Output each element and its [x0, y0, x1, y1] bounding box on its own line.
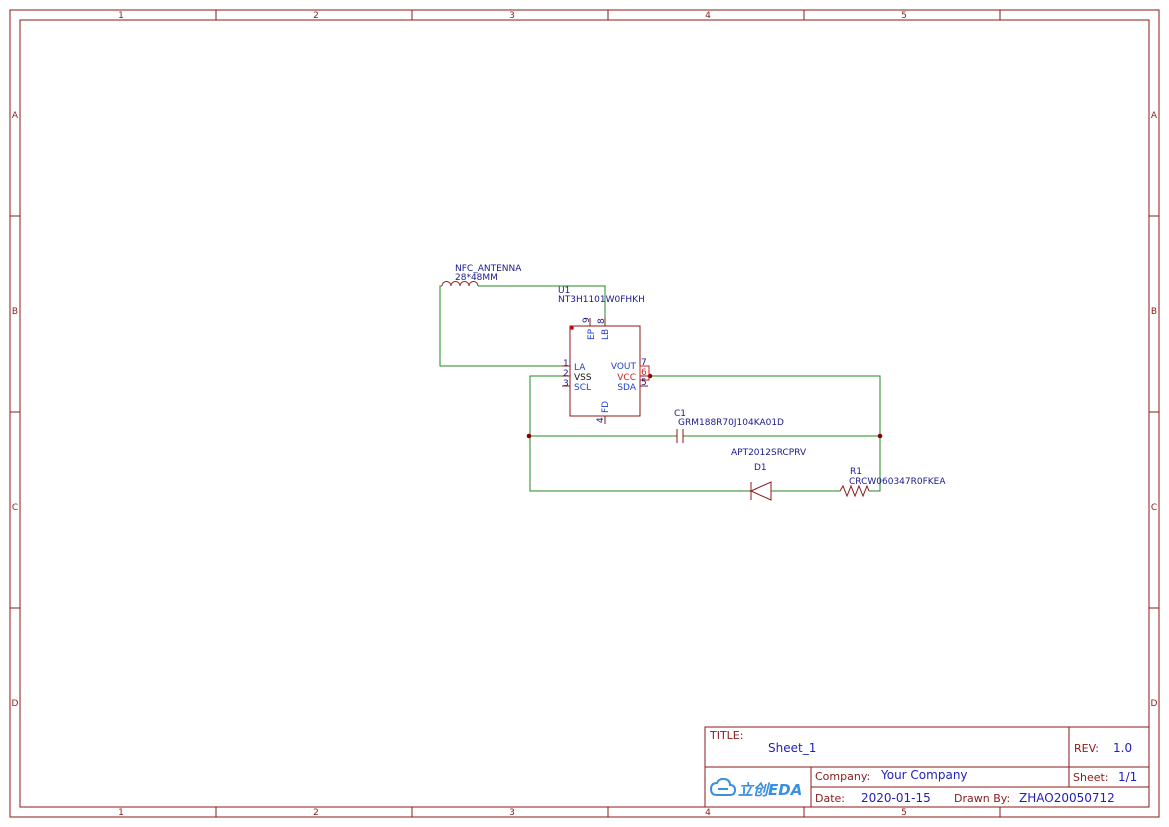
row-label: B: [12, 307, 18, 317]
u1-pin-la: LA: [574, 363, 586, 373]
inner-border: [19, 19, 1150, 808]
wire-vcc-bus[interactable]: [649, 375, 881, 492]
wire-vss-bus[interactable]: [529, 375, 749, 492]
rev-label: REV:: [1074, 742, 1099, 755]
row-label: B: [1151, 307, 1157, 317]
r1-part: CRCW060347R0FKEA: [849, 477, 946, 487]
row-label: A: [12, 111, 19, 121]
u1-pin-fd: FD: [601, 401, 611, 413]
row-label: C: [12, 503, 18, 513]
antenna-name: NFC_ANTENNA: [455, 264, 522, 274]
u1-pin-ep: EP: [587, 328, 597, 340]
u1-pin-scl: SCL: [574, 383, 591, 393]
column-labels-top: 1 2 3 4 5: [118, 11, 907, 21]
row-labels-right: A B C D: [1151, 111, 1158, 709]
col-label: 1: [118, 808, 124, 818]
d1-diode[interactable]: [749, 481, 772, 501]
row-label: C: [1151, 503, 1157, 513]
row-label: D: [12, 699, 19, 709]
col-label: 2: [313, 11, 319, 21]
col-label: 5: [901, 11, 907, 21]
drawn-by-value: ZHAO20050712: [1019, 791, 1115, 805]
lceda-logo-text: 立创EDA: [738, 781, 802, 799]
row-label: D: [1151, 699, 1158, 709]
row-label: A: [1151, 111, 1158, 121]
col-label: 4: [705, 808, 711, 818]
r1-resistor[interactable]: [839, 484, 870, 498]
row-dividers: [10, 215, 1159, 609]
title-block: 立创EDA TITLE: Sheet_1 REV: 1.0 Company: Y…: [704, 726, 1150, 808]
row-labels-left: A B C D: [12, 111, 19, 709]
wire-antenna-lb[interactable]: [478, 285, 606, 326]
u1-pin-num: 8: [597, 318, 607, 324]
company-value: Your Company: [880, 768, 968, 782]
junction-dot: [526, 433, 532, 439]
company-label: Company:: [815, 770, 870, 783]
junction-dot: [647, 373, 653, 379]
sheet-title: Sheet_1: [768, 741, 816, 755]
outer-border: [9, 9, 1160, 818]
drawn-by-label: Drawn By:: [954, 792, 1010, 805]
wire-antenna-la[interactable]: [439, 285, 567, 367]
u1-pin-vout: VOUT: [611, 362, 637, 372]
r1-ref: R1: [850, 467, 862, 477]
col-label: 1: [118, 11, 124, 21]
title-label: TITLE:: [709, 729, 743, 742]
sheet-label: Sheet:: [1073, 771, 1109, 784]
lceda-cloud-icon: [709, 777, 737, 796]
date-label: Date:: [815, 792, 845, 805]
u1-pin-num: 7: [641, 358, 647, 368]
vcc-highlight: [639, 365, 650, 381]
col-label: 3: [509, 808, 515, 818]
u1-pin-vcc: VCC: [617, 373, 636, 383]
u1-pin-lb: LB: [601, 329, 611, 340]
date-value: 2020-01-15: [861, 791, 931, 805]
pin1-marker: [570, 326, 574, 330]
column-dividers: [215, 10, 1001, 817]
junction-dot: [877, 433, 883, 439]
u1-pin-num: 1: [563, 359, 569, 369]
c1-ref: C1: [674, 409, 686, 419]
u1-pin-vss: VSS: [574, 373, 592, 383]
u1-pin-num: 6: [641, 368, 647, 378]
rev-value: 1.0: [1113, 741, 1132, 755]
u1-pin-num: 4: [596, 417, 606, 423]
col-label: 5: [901, 808, 907, 818]
sheet-value: 1/1: [1118, 770, 1137, 784]
u1-pins: [562, 318, 650, 424]
col-label: 4: [705, 11, 711, 21]
u1-pin-num: 9: [582, 317, 592, 323]
d1-part: APT2012SRCPRV: [731, 448, 807, 458]
u1-ref: U1: [558, 286, 570, 296]
c1-capacitor[interactable]: [676, 429, 684, 443]
col-label: 3: [509, 11, 515, 21]
u1-pin-num: 2: [563, 369, 569, 379]
u1-part: NT3H1101W0FHKH: [558, 295, 645, 305]
antenna-inductor[interactable]: [441, 281, 479, 287]
d1-ref: D1: [754, 463, 767, 473]
u1-pin-sda: SDA: [617, 383, 636, 393]
column-labels-bottom: 1 2 3 4 5: [118, 808, 907, 818]
antenna-value: 28*48MM: [455, 273, 498, 283]
u1-pin-num: 3: [563, 379, 569, 389]
wires: [439, 285, 881, 492]
c1-part: GRM188R70J104KA01D: [678, 418, 784, 428]
col-label: 2: [313, 808, 319, 818]
u1-pin-num: 5: [641, 378, 647, 388]
